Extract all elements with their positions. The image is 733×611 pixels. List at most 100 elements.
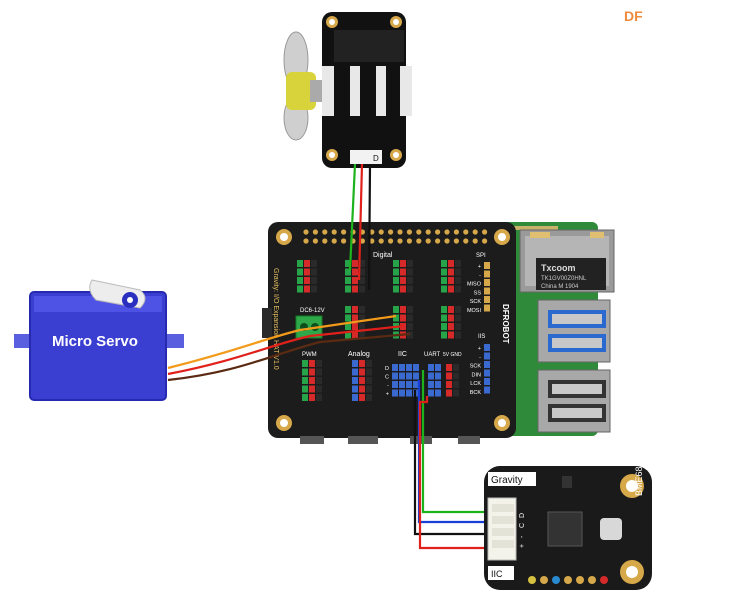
header-pin[interactable] bbox=[309, 368, 315, 376]
header-pin[interactable] bbox=[393, 285, 399, 293]
header-pin[interactable] bbox=[392, 372, 398, 380]
header-pin[interactable] bbox=[359, 360, 365, 367]
header-pin[interactable] bbox=[352, 277, 358, 284]
header-pin[interactable] bbox=[297, 268, 303, 276]
header-pin[interactable] bbox=[359, 385, 365, 393]
header-pin[interactable] bbox=[400, 285, 406, 293]
header-pin[interactable] bbox=[297, 260, 303, 267]
header-pin[interactable] bbox=[446, 364, 452, 371]
header-pin[interactable] bbox=[345, 331, 351, 339]
header-pin[interactable] bbox=[392, 364, 398, 371]
header-pin[interactable] bbox=[302, 394, 308, 401]
header-pin[interactable] bbox=[441, 285, 447, 293]
header-pin[interactable] bbox=[352, 368, 358, 376]
header-pin[interactable] bbox=[311, 268, 317, 276]
header-pin[interactable] bbox=[441, 323, 447, 330]
header-pin[interactable] bbox=[407, 323, 413, 330]
header-pin[interactable] bbox=[441, 306, 447, 313]
header-pin[interactable] bbox=[406, 381, 412, 388]
header-pin[interactable] bbox=[366, 385, 372, 393]
header-pin[interactable] bbox=[435, 381, 441, 388]
header-pin[interactable] bbox=[352, 285, 358, 293]
header-pin[interactable] bbox=[407, 285, 413, 293]
header-pin[interactable] bbox=[484, 386, 490, 394]
header-pin[interactable] bbox=[407, 314, 413, 322]
header-pin[interactable] bbox=[393, 306, 399, 313]
header-pin[interactable] bbox=[304, 285, 310, 293]
header-pin[interactable] bbox=[446, 389, 452, 397]
header-pin[interactable] bbox=[352, 306, 358, 313]
header-pin[interactable] bbox=[392, 381, 398, 388]
header-pin[interactable] bbox=[316, 385, 322, 393]
header-pin[interactable] bbox=[400, 268, 406, 276]
header-pin[interactable] bbox=[435, 389, 441, 397]
header-pin[interactable] bbox=[441, 268, 447, 276]
header-pin[interactable] bbox=[448, 260, 454, 267]
header-pin[interactable] bbox=[392, 389, 398, 397]
header-pin[interactable] bbox=[453, 389, 459, 397]
header-pin[interactable] bbox=[484, 361, 490, 368]
header-pin[interactable] bbox=[484, 304, 490, 312]
header-pin[interactable] bbox=[428, 389, 434, 397]
header-pin[interactable] bbox=[448, 277, 454, 284]
header-pin[interactable] bbox=[352, 377, 358, 384]
header-pin[interactable] bbox=[407, 268, 413, 276]
header-pin[interactable] bbox=[407, 277, 413, 284]
header-pin[interactable] bbox=[359, 331, 365, 339]
header-pin[interactable] bbox=[400, 306, 406, 313]
header-pin[interactable] bbox=[352, 268, 358, 276]
header-pin[interactable] bbox=[400, 277, 406, 284]
header-pin[interactable] bbox=[309, 360, 315, 367]
header-pin[interactable] bbox=[413, 372, 419, 380]
header-pin[interactable] bbox=[311, 285, 317, 293]
header-pin[interactable] bbox=[428, 381, 434, 388]
header-pin[interactable] bbox=[302, 368, 308, 376]
header-pin[interactable] bbox=[400, 260, 406, 267]
header-pin[interactable] bbox=[455, 306, 461, 313]
header-pin[interactable] bbox=[359, 377, 365, 384]
header-pin[interactable] bbox=[359, 306, 365, 313]
header-pin[interactable] bbox=[304, 277, 310, 284]
header-pin[interactable] bbox=[345, 260, 351, 267]
header-pin[interactable] bbox=[393, 260, 399, 267]
header-pin[interactable] bbox=[455, 260, 461, 267]
header-pin[interactable] bbox=[441, 314, 447, 322]
header-pin[interactable] bbox=[441, 331, 447, 339]
header-pin[interactable] bbox=[455, 314, 461, 322]
header-pin[interactable] bbox=[304, 260, 310, 267]
header-pin[interactable] bbox=[484, 279, 490, 286]
header-pin[interactable] bbox=[435, 364, 441, 371]
header-pin[interactable] bbox=[428, 364, 434, 371]
header-pin[interactable] bbox=[311, 260, 317, 267]
header-pin[interactable] bbox=[400, 314, 406, 322]
header-pin[interactable] bbox=[441, 260, 447, 267]
header-pin[interactable] bbox=[406, 364, 412, 371]
power-switch[interactable] bbox=[262, 308, 272, 338]
header-pin[interactable] bbox=[352, 360, 358, 367]
header-pin[interactable] bbox=[448, 314, 454, 322]
header-pin[interactable] bbox=[399, 372, 405, 380]
header-pin[interactable] bbox=[484, 344, 490, 351]
header-pin[interactable] bbox=[455, 268, 461, 276]
header-pin[interactable] bbox=[453, 381, 459, 388]
header-pin[interactable] bbox=[302, 377, 308, 384]
header-pin[interactable] bbox=[393, 268, 399, 276]
header-pin[interactable] bbox=[359, 260, 365, 267]
header-pin[interactable] bbox=[455, 331, 461, 339]
header-pin[interactable] bbox=[352, 323, 358, 330]
header-pin[interactable] bbox=[302, 385, 308, 393]
header-pin[interactable] bbox=[352, 314, 358, 322]
header-pin[interactable] bbox=[484, 369, 490, 377]
header-pin[interactable] bbox=[428, 372, 434, 380]
header-pin[interactable] bbox=[455, 277, 461, 284]
header-pin[interactable] bbox=[484, 378, 490, 385]
header-pin[interactable] bbox=[448, 323, 454, 330]
header-pin[interactable] bbox=[455, 323, 461, 330]
header-pin[interactable] bbox=[453, 372, 459, 380]
header-pin[interactable] bbox=[345, 268, 351, 276]
header-pin[interactable] bbox=[352, 394, 358, 401]
header-pin[interactable] bbox=[316, 377, 322, 384]
header-pin[interactable] bbox=[359, 323, 365, 330]
header-pin[interactable] bbox=[345, 306, 351, 313]
header-pin[interactable] bbox=[316, 394, 322, 401]
